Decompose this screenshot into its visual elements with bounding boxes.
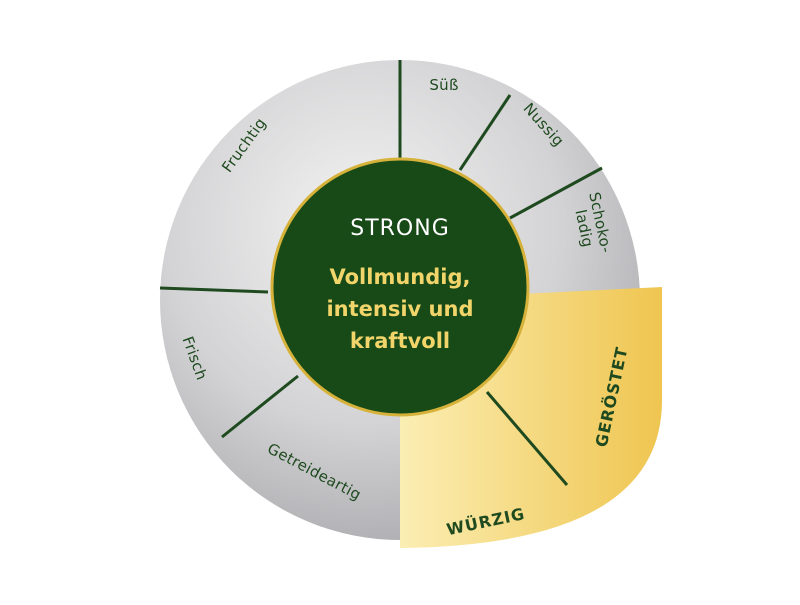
segment-dividers — [159, 60, 603, 486]
divider-wuerzig-geroestet — [485, 391, 569, 486]
center-title: STRONG — [350, 216, 450, 241]
divider-left — [159, 286, 269, 294]
inner-circle — [270, 157, 530, 417]
center-description-line-2: intensiv und — [326, 297, 473, 321]
divider-nussig-schoko — [509, 166, 603, 220]
divider-suess-nussig — [458, 94, 512, 171]
segment-label-suess: Süß — [429, 76, 458, 94]
center-description-line-3: kraftvoll — [350, 329, 450, 353]
center-description-line-1: Vollmundig, — [330, 265, 471, 289]
divider-frisch-getreide — [221, 374, 299, 439]
